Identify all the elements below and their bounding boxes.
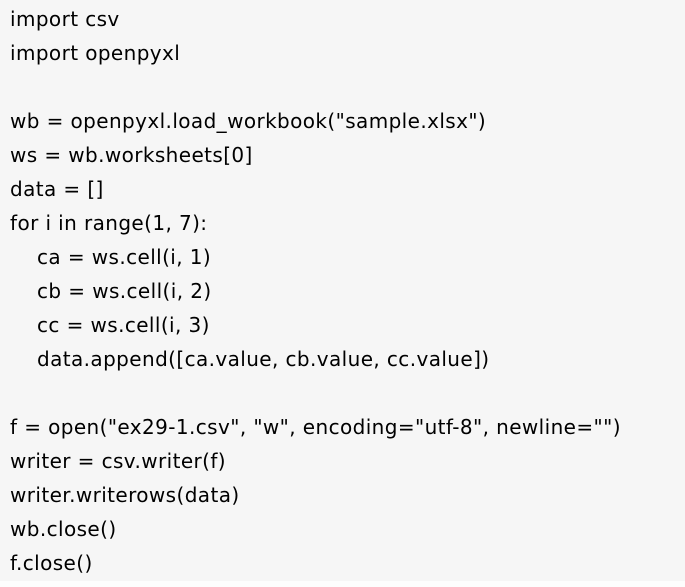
code-line: import openpyxl [10,41,181,65]
code-line: ws = wb.worksheets[0] [10,143,253,167]
code-line: writer = csv.writer(f) [10,449,226,473]
code-line-blank [10,70,685,104]
code-line: writer.writerows(data) [10,483,240,507]
code-line: data.append([ca.value, cb.value, cc.valu… [10,347,490,371]
code-line-blank [10,376,685,410]
bottom-strip [0,581,685,587]
code-line: ca = ws.cell(i, 1) [10,245,212,269]
code-line: cb = ws.cell(i, 2) [10,279,212,303]
code-line: wb.close() [10,517,117,541]
code-line: cc = ws.cell(i, 3) [10,313,210,337]
code-line: import csv [10,7,120,31]
code-line: f.close() [10,551,93,575]
code-line: for i in range(1, 7): [10,211,208,235]
code-line: f = open("ex29-1.csv", "w", encoding="ut… [10,415,621,439]
code-line: wb = openpyxl.load_workbook("sample.xlsx… [10,109,487,133]
code-line: data = [] [10,177,104,201]
